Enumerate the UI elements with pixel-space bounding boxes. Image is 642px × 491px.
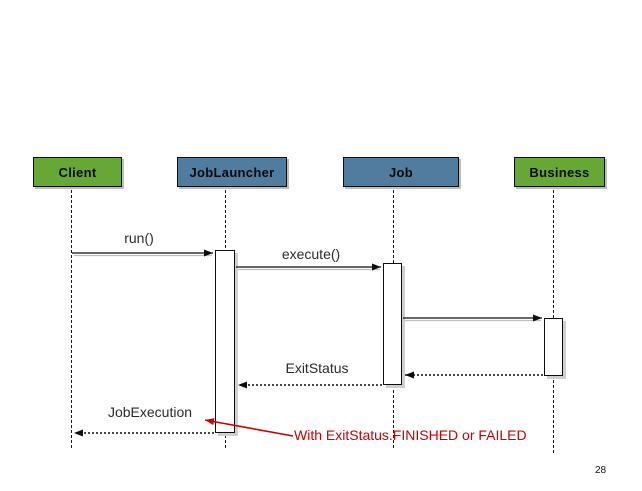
actor-label-joblauncher: JobLauncher — [189, 164, 275, 180]
lifeline-client — [71, 190, 72, 448]
message-label-execute: execute() — [281, 246, 341, 262]
annotation-text: With ExitStatus.FINISHED or FAILED — [294, 427, 527, 443]
message-label-jobexecution: JobExecution — [107, 404, 193, 420]
activation-bar-job — [383, 263, 402, 385]
actor-box-business: Business — [514, 157, 605, 187]
actor-label-business: Business — [529, 164, 590, 180]
message-label-run: run() — [124, 230, 154, 246]
page-number: 28 — [595, 465, 607, 476]
actor-label-job: Job — [388, 164, 413, 180]
activation-bar-business — [544, 318, 563, 376]
actor-box-client: Client — [33, 157, 122, 187]
actor-label-client: Client — [58, 164, 97, 180]
message-label-exitstatus: ExitStatus — [285, 360, 349, 376]
actor-box-job: Job — [343, 157, 459, 187]
activation-bar-joblauncher — [215, 250, 235, 433]
actor-box-joblauncher: JobLauncher — [177, 157, 287, 187]
